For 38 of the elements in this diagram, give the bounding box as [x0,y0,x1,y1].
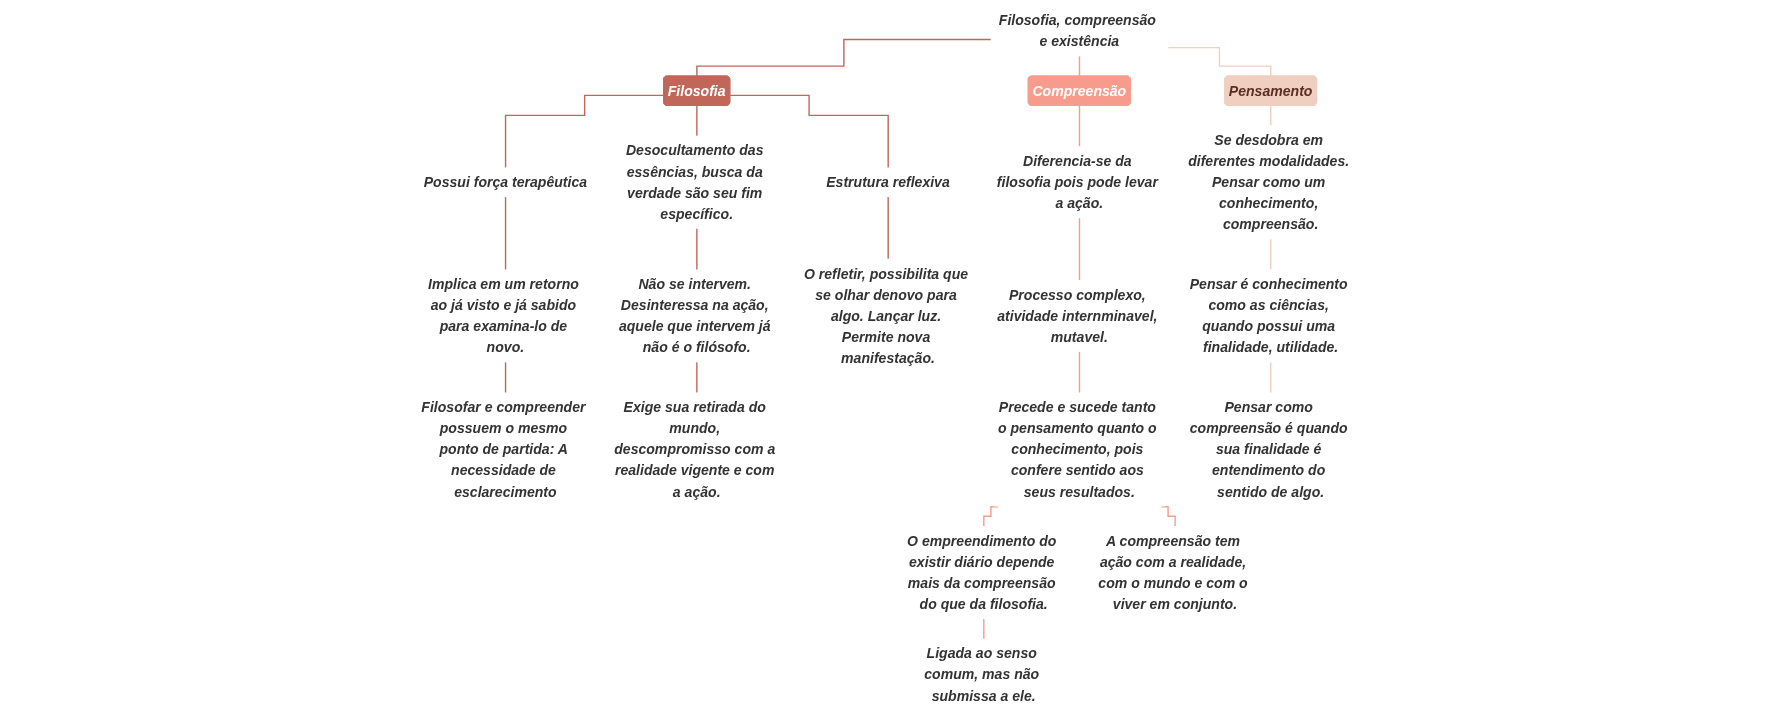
connector [504,94,665,169]
node-text: Possui força terapêutica [423,174,588,190]
node-text: Pensar como compreensão é quando sua finalidade é entendimento do sentido de algo. [1189,399,1348,500]
connector [887,196,890,260]
node-text: O refletir, possibilita que se olhar denovo para algo. Lançar luz. Permite nova manifestação. [803,265,969,366]
connector [1270,238,1272,271]
connector [983,506,999,528]
connector [504,196,507,271]
connector [729,94,890,169]
node-text: O empreendimento do existir diário depende mais da compreensão do que da filosofia. [907,533,1057,612]
connector [1078,55,1081,77]
node-text: Exige sua retirada do mundo, descompromisso com a realidade vigente e com a ação. [614,399,776,500]
node-text: Diferencia-se da filosofia pois pode levar a ação. [996,153,1158,211]
node-text: Precede e sucede tanto o pensamento quanto o conhecimento, pois confere sentido aos seus resultados. [998,399,1157,500]
node-text: Implica em um retorno ao já visto e já sabido para examina-lo de novo. [427,276,579,356]
connector [1270,105,1272,127]
connector [696,105,698,137]
connector [1160,506,1176,528]
connector [983,618,985,640]
node-text: Pensar é conhecimento como as ciências, quando possui uma finalidade, utilidade. [1189,276,1348,356]
node-text: Filosofar e compreender possuem o mesmo ponto de partida: A necessidade de esclarecimento [421,399,586,500]
connector [504,361,507,394]
connector [1078,351,1081,394]
connector [1167,46,1272,77]
connector [696,228,698,271]
connector [696,38,992,77]
node-text: Estrutura reflexiva [826,174,950,190]
connector [1270,361,1272,394]
node-text: Desocultamento das essências, busca da verdade são seu fim específico. [625,142,764,222]
connector [1078,105,1081,148]
connector [696,361,698,394]
node-text: A compreensão tem ação com a realidade, com o mundo e com o viver em conjunto. [1098,533,1248,612]
connector [1078,217,1081,281]
node-text: Se desdobra em diferentes modalidades. Pensar como um conhecimento, compreensão. [1188,132,1350,233]
node-text: Ligada ao senso comum, mas não submissa a ele. [924,645,1040,704]
node-text: Filosofia, compreensão e existência [998,12,1156,50]
node-text: Não se intervem. Desinteressa na ação, aquele que intervem já não é o filósofo. [618,276,771,356]
node-text: Processo complexo, atividade internminavel, mutavel. [997,286,1158,345]
